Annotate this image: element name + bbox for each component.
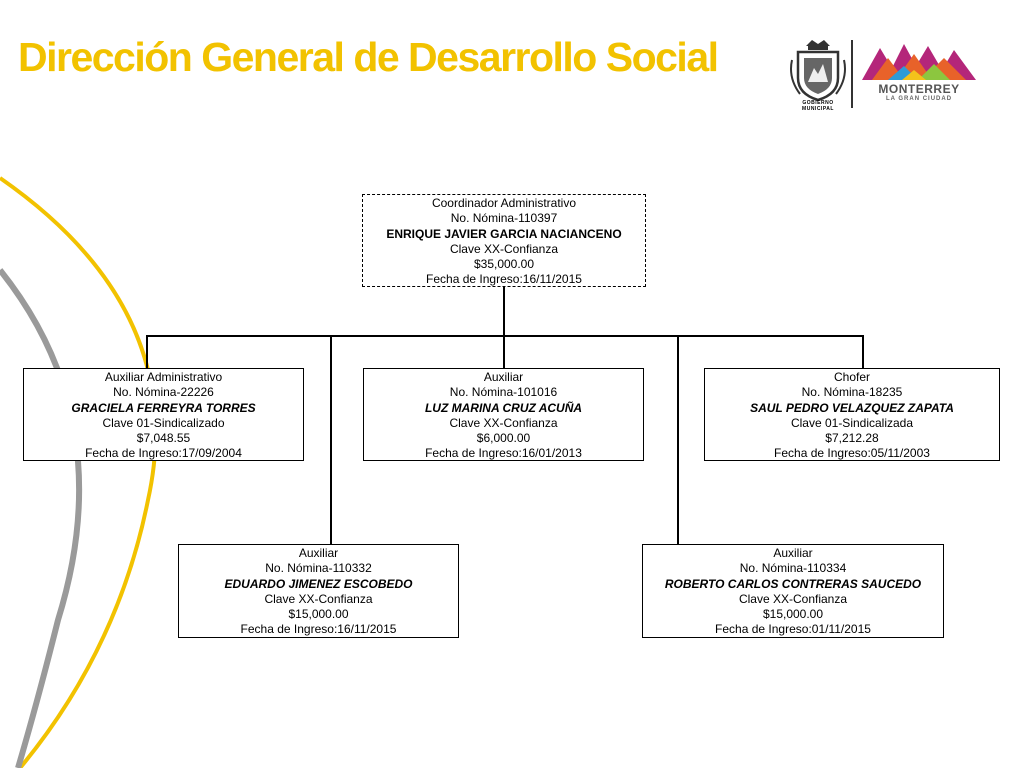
node-clave: Clave XX-Confianza [264, 591, 373, 606]
node-clave: Clave XX-Confianza [449, 415, 558, 430]
node-clave: Clave 01-Sindicalizado [102, 415, 225, 430]
logo-divider [851, 40, 853, 108]
node-name: LUZ MARINA CRUZ ACUÑA [424, 400, 583, 415]
gray-arc [0, 268, 83, 768]
node-nomina: No. Nómina-110397 [450, 211, 558, 226]
org-node-coordinador: Coordinador Administrativo No. Nómina-11… [362, 194, 646, 287]
org-node-auxiliar-luz: Auxiliar No. Nómina-101016 LUZ MARINA CR… [363, 368, 644, 461]
monterrey-mountain-logo-icon [862, 44, 976, 80]
node-nomina: No. Nómina-110332 [265, 561, 372, 576]
page-title: Dirección General de Desarrollo Social [18, 34, 719, 80]
node-role: Coordinador Administrativo [431, 196, 577, 210]
node-role: Auxiliar Administrativo [104, 370, 223, 384]
node-name: EDUARDO JIMENEZ ESCOBEDO [224, 576, 413, 591]
org-node-auxiliar-roberto: Auxiliar No. Nómina-110334 ROBERTO CARLO… [642, 544, 944, 638]
node-role: Auxiliar [773, 546, 813, 560]
node-ingreso: Fecha de Ingreso:16/01/2013 [425, 446, 582, 461]
connector-to-aux-roberto [677, 335, 679, 545]
node-salary: $15,000.00 [762, 607, 824, 622]
org-node-auxiliar-eduardo: Auxiliar No. Nómina-110332 EDUARDO JIMEN… [178, 544, 459, 638]
node-ingreso: Fecha de Ingreso:16/11/2015 [426, 272, 582, 287]
node-role: Chofer [833, 370, 871, 384]
logo-area: GOBIERNO MUNICIPAL MONTERREY LA GRAN CIU… [788, 38, 988, 112]
node-ingreso: Fecha de Ingreso:16/11/2015 [240, 622, 397, 637]
connector-root-down [503, 286, 505, 336]
connector-to-aux-eduardo [330, 335, 332, 545]
org-node-chofer: Chofer No. Nómina-18235 SAUL PEDRO VELAZ… [704, 368, 1000, 461]
node-salary: $35,000.00 [473, 257, 535, 272]
node-name: ENRIQUE JAVIER GARCIA NACIANCENO [386, 226, 622, 241]
node-nomina: No. Nómina-110334 [739, 561, 847, 576]
node-ingreso: Fecha de Ingreso:05/11/2003 [774, 446, 930, 461]
connector-to-aux-admin [146, 335, 148, 369]
node-clave: Clave XX-Confianza [738, 591, 848, 606]
node-clave: Clave 01-Sindicalizada [790, 415, 914, 430]
node-nomina: No. Nómina-18235 [801, 385, 903, 400]
node-nomina: No. Nómina-101016 [449, 385, 558, 400]
node-salary: $15,000.00 [288, 607, 349, 622]
municipal-seal-icon [790, 40, 846, 102]
node-name: GRACIELA FERREYRA TORRES [71, 400, 256, 415]
connector-to-chofer [862, 335, 864, 369]
node-salary: $6,000.00 [476, 431, 531, 446]
city-name: MONTERREY [878, 82, 960, 96]
node-name: SAUL PEDRO VELAZQUEZ ZAPATA [750, 400, 954, 415]
connector-horizontal-bus [146, 335, 863, 337]
connector-to-aux-luz [503, 335, 505, 369]
seal-caption: GOBIERNO MUNICIPAL [802, 100, 834, 112]
node-salary: $7,212.28 [825, 431, 879, 446]
node-ingreso: Fecha de Ingreso:01/11/2015 [715, 622, 871, 637]
node-ingreso: Fecha de Ingreso:17/09/2004 [85, 446, 242, 461]
node-clave: Clave XX-Confianza [449, 241, 559, 256]
city-tagline: LA GRAN CIUDAD [885, 96, 953, 102]
yellow-arc [0, 176, 158, 768]
node-name: ROBERTO CARLOS CONTRERAS SAUCEDO [664, 576, 922, 591]
node-role: Auxiliar [483, 370, 524, 384]
node-nomina: No. Nómina-22226 [113, 385, 214, 400]
org-node-auxiliar-administrativo: Auxiliar Administrativo No. Nómina-22226… [23, 368, 304, 461]
node-role: Auxiliar [298, 546, 339, 560]
node-salary: $7,048.55 [136, 431, 191, 446]
